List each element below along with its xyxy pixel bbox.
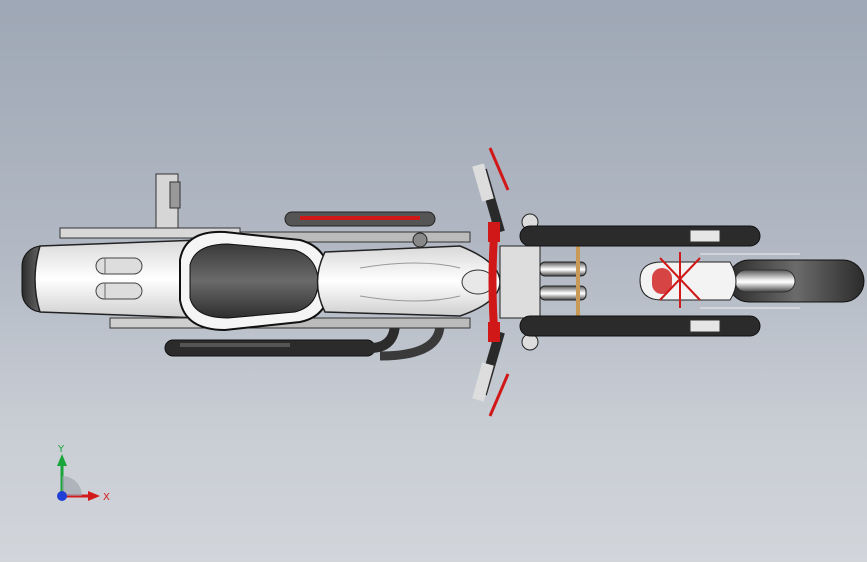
handlebars [472, 147, 539, 417]
x-axis-arrowhead [88, 491, 100, 501]
z-axis-dot [57, 491, 67, 501]
coordinate-triad: Y X [57, 444, 110, 503]
headlight-assembly [499, 232, 587, 319]
x-axis-label: X [103, 492, 110, 503]
front-wheel [727, 259, 865, 303]
y-axis-label: Y [57, 444, 65, 455]
front-forks [519, 225, 800, 337]
triad-plane [62, 476, 82, 496]
fuel-tank [316, 245, 501, 317]
frame [239, 211, 471, 329]
rear-light-mount [155, 173, 181, 229]
front-fender [639, 252, 737, 308]
y-axis-arrowhead [57, 454, 67, 466]
seat [179, 230, 332, 332]
rear-fender [34, 227, 271, 329]
